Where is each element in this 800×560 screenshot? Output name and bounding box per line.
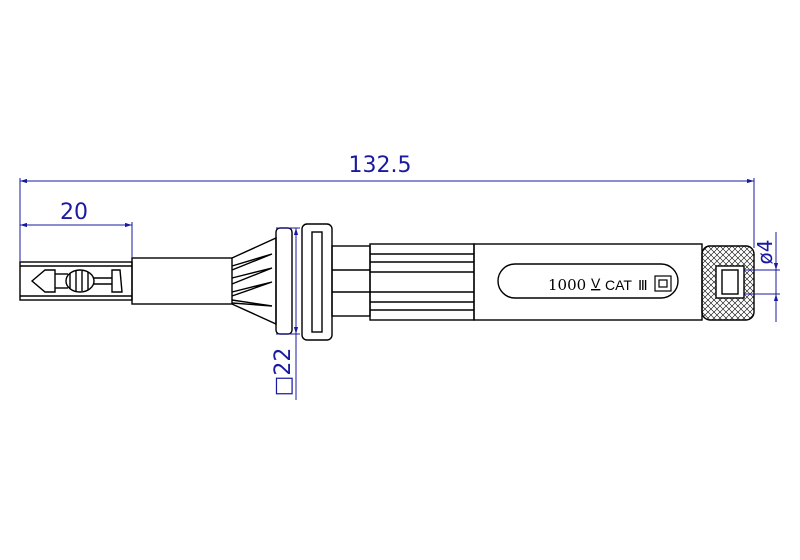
hex-section	[331, 245, 371, 317]
category-roman-text: Ⅲ	[638, 277, 648, 293]
dimension-labels: 132.5 20 □22 ø4	[60, 153, 777, 396]
tip-pin	[30, 269, 123, 293]
overall-length-label: 132.5	[349, 153, 412, 178]
shaft	[131, 257, 233, 305]
voltage-text: 1000	[548, 276, 586, 294]
square-label: □22	[271, 348, 296, 397]
spike-guard	[231, 227, 293, 335]
double-insulation-icon	[654, 275, 672, 292]
flange	[301, 223, 333, 341]
tip-length-label: 20	[60, 200, 88, 225]
category-text: CAT	[605, 277, 632, 293]
handle-label: 1000 V CAT Ⅲ	[548, 275, 672, 294]
voltage-unit-text: V	[591, 275, 601, 291]
diameter-label: ø4	[753, 240, 777, 265]
dimension-lines	[19, 178, 780, 400]
rear-cap	[701, 245, 755, 321]
ribbed-grip	[369, 243, 475, 321]
probe-body	[19, 223, 755, 341]
handle	[473, 243, 703, 321]
